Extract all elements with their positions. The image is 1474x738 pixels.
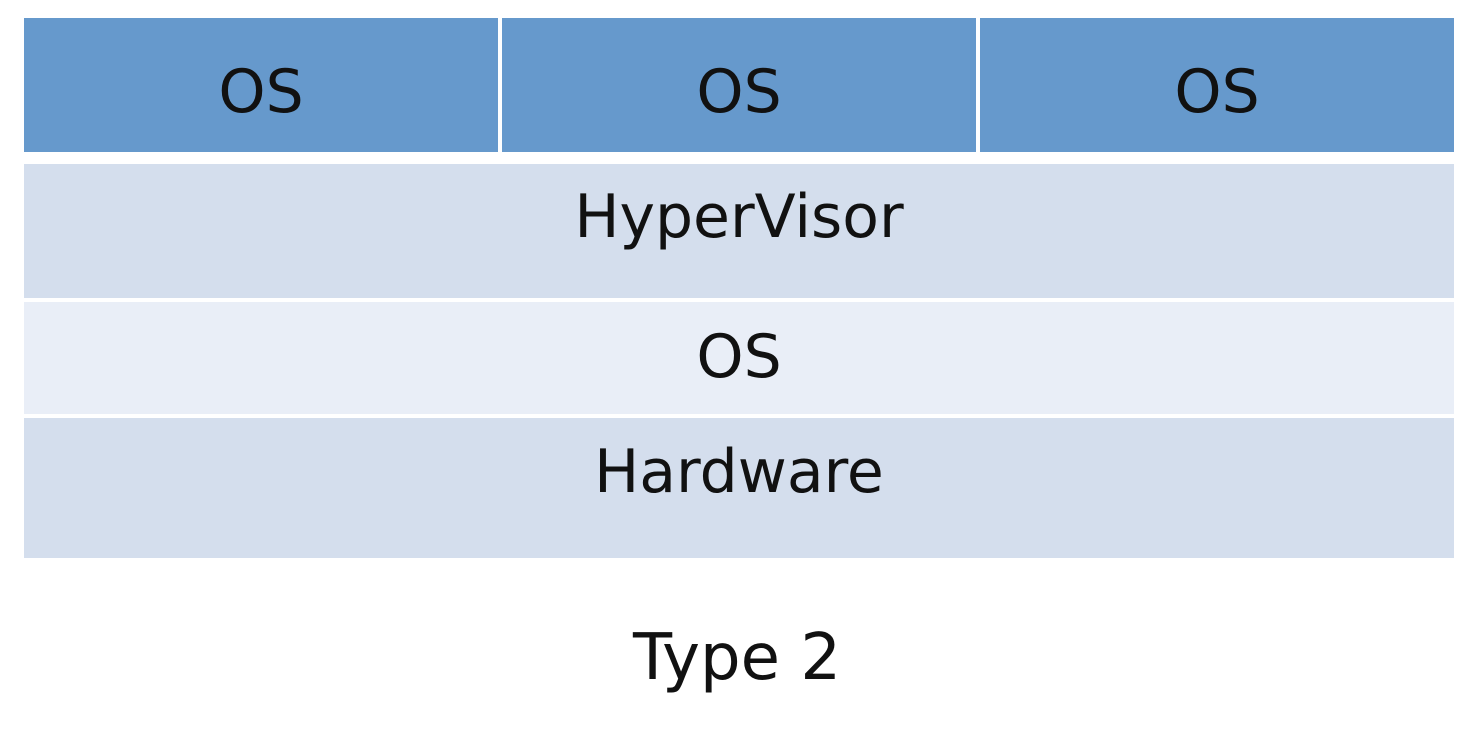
host-os-layer: OS: [24, 302, 1454, 414]
guest-os-label: OS: [696, 57, 782, 127]
guest-os-label: OS: [218, 57, 304, 127]
guest-os-box: OS: [24, 18, 498, 152]
guest-os-box: OS: [502, 18, 976, 152]
hypervisor-label: HyperVisor: [574, 182, 904, 252]
guest-os-box: OS: [980, 18, 1454, 152]
hardware-label: Hardware: [594, 437, 884, 507]
guest-os-label: OS: [1174, 57, 1260, 127]
hardware-layer: Hardware: [24, 418, 1454, 558]
diagram-caption: Type 2: [632, 621, 842, 695]
host-os-label: OS: [696, 322, 782, 392]
hypervisor-layer: HyperVisor: [24, 164, 1454, 298]
